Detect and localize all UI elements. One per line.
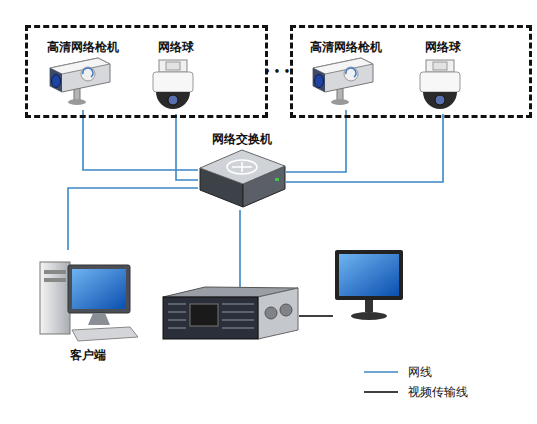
node-label: 高清网络枪机 — [310, 40, 382, 54]
legend-row: 网线 — [362, 362, 468, 382]
continuation-mark: • • • — [264, 66, 290, 77]
network-cable — [239, 210, 241, 287]
network-cable — [286, 114, 443, 182]
legend: 网线视频传输线 — [362, 362, 468, 402]
legend-line — [362, 387, 400, 397]
camera-node: 网络球 — [148, 40, 204, 114]
network-cable — [83, 110, 198, 170]
video-monitor — [333, 248, 408, 320]
network-cable — [68, 188, 198, 250]
node-label: 客户端 — [70, 348, 106, 362]
network-switch: 网络交换机 — [198, 132, 286, 210]
camera-node: 网络球 — [415, 40, 471, 114]
legend-text: 网线 — [408, 364, 432, 381]
camera-group: 高清网络枪机 网络球 — [290, 25, 532, 118]
node-label: 网络球 — [425, 40, 461, 54]
node-label: 网络球 — [158, 40, 194, 54]
camera-node: 高清网络枪机 — [306, 40, 386, 110]
nvr-recorder — [162, 287, 299, 342]
camera-group: 高清网络枪机 网络球 — [25, 25, 268, 118]
node-label: 高清网络枪机 — [47, 40, 119, 54]
client-pc: 客户端 — [30, 250, 145, 362]
video-cable — [299, 315, 333, 317]
legend-line — [362, 367, 400, 377]
network-cable — [286, 110, 346, 172]
legend-text: 视频传输线 — [408, 384, 468, 401]
node-label: 网络交换机 — [212, 132, 272, 146]
camera-node: 高清网络枪机 — [43, 40, 123, 110]
legend-row: 视频传输线 — [362, 382, 468, 402]
network-cable — [176, 114, 198, 180]
